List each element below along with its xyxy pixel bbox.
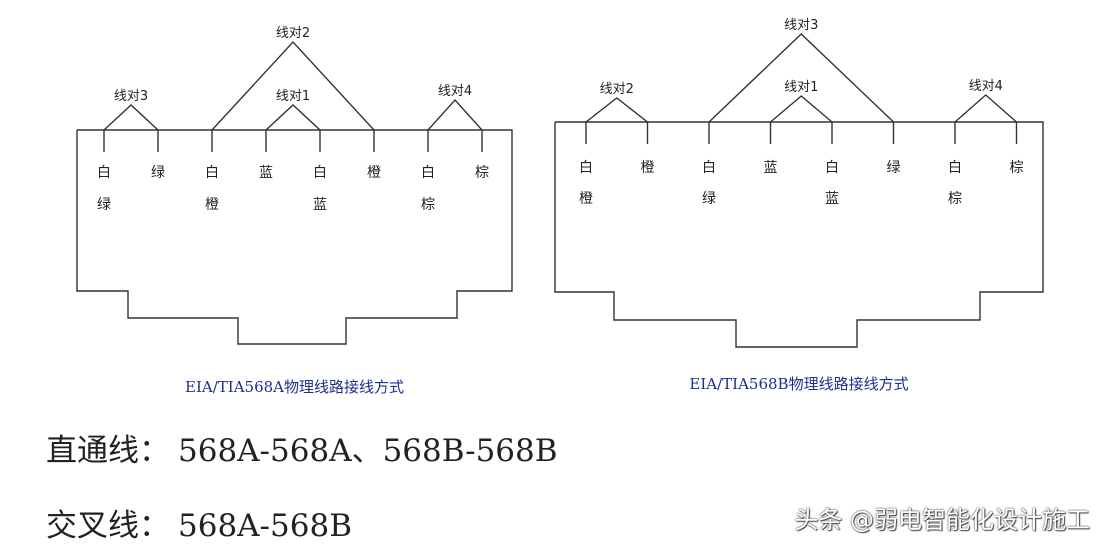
pair-label: 线对2 bbox=[600, 82, 634, 97]
pin-color-top: 白 bbox=[825, 160, 839, 176]
pin-color-top: 白 bbox=[579, 160, 593, 176]
pin-color-top: 绿 bbox=[151, 165, 165, 181]
pair-label: 线对1 bbox=[784, 80, 818, 95]
pin-color-top: 白 bbox=[97, 165, 111, 181]
watermark: 头条 @弱电智能化设计施工 bbox=[794, 506, 1090, 534]
pin-color-top: 蓝 bbox=[764, 160, 778, 176]
straight-through-label: 直通线： bbox=[46, 433, 170, 469]
pin-color-bottom: 橙 bbox=[579, 191, 593, 207]
pin-color-bottom: 绿 bbox=[702, 191, 716, 207]
connector-outline bbox=[76, 129, 513, 345]
pair-bracket bbox=[265, 104, 321, 131]
pin-color-bottom: 橙 bbox=[205, 197, 219, 213]
pin-color-bottom: 绿 bbox=[97, 197, 111, 213]
pin-color-bottom: 蓝 bbox=[313, 197, 327, 213]
pin-color-top: 白 bbox=[948, 160, 962, 176]
pin-color-top: 白 bbox=[205, 165, 219, 181]
pair-bracket bbox=[708, 33, 894, 123]
pair-label: 线对3 bbox=[114, 89, 148, 104]
pair-bracket bbox=[954, 94, 1017, 123]
crossover-line: 交叉线：568A-568B bbox=[46, 500, 352, 545]
pair-label: 线对1 bbox=[276, 89, 310, 104]
pin-color-bottom: 蓝 bbox=[825, 191, 839, 207]
pin-color-bottom: 棕 bbox=[421, 197, 435, 213]
pair-label: 线对2 bbox=[276, 26, 310, 41]
pin-color-top: 白 bbox=[313, 165, 327, 181]
pair-label: 线对4 bbox=[438, 84, 472, 99]
pin-color-top: 白 bbox=[421, 165, 435, 181]
crossover-value: 568A-568B bbox=[178, 508, 352, 544]
pin-color-top: 棕 bbox=[1010, 160, 1024, 176]
pair-label: 线对4 bbox=[969, 79, 1003, 94]
crossover-label: 交叉线： bbox=[46, 508, 170, 544]
pin-color-top: 橙 bbox=[367, 165, 381, 181]
straight-through-line: 直通线：568A-568A、568B-568B bbox=[46, 425, 558, 470]
straight-through-value: 568A-568A、568B-568B bbox=[178, 433, 558, 469]
pair-bracket bbox=[427, 98, 483, 131]
pin-color-top: 蓝 bbox=[259, 165, 273, 181]
pin-color-top: 棕 bbox=[475, 165, 489, 181]
pair-bracket bbox=[585, 97, 648, 123]
pin-color-top: 白 bbox=[702, 160, 716, 176]
diagram-caption: EIA/TIA568A物理线路接线方式 bbox=[185, 378, 404, 396]
diagram-caption: EIA/TIA568B物理线路接线方式 bbox=[689, 375, 908, 393]
pin-color-top: 绿 bbox=[887, 160, 901, 176]
pair-label: 线对3 bbox=[784, 18, 818, 33]
pin-color-top: 橙 bbox=[641, 160, 655, 176]
pair-bracket bbox=[770, 95, 833, 123]
pair-bracket bbox=[103, 104, 159, 131]
pin-color-bottom: 棕 bbox=[948, 191, 962, 207]
pair-bracket bbox=[211, 40, 375, 131]
connector-outline bbox=[554, 121, 1044, 348]
